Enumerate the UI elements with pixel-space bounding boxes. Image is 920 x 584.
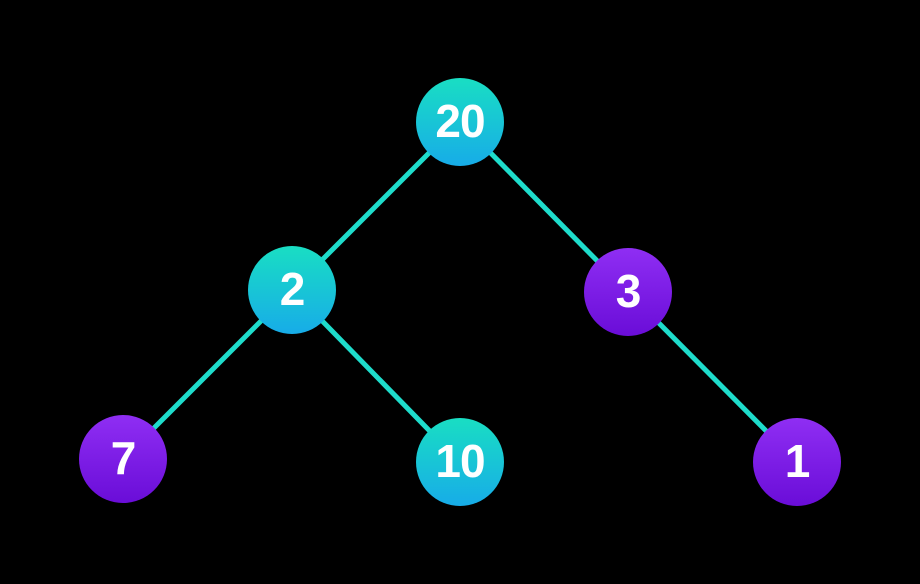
tree-node-7: 7 <box>79 415 167 503</box>
tree-node-1: 1 <box>753 418 841 506</box>
node-value: 7 <box>110 432 137 484</box>
node-value: 1 <box>784 435 811 487</box>
node-value: 3 <box>615 265 642 317</box>
node-value: 2 <box>279 263 306 315</box>
node-value: 10 <box>435 435 485 487</box>
node-value: 20 <box>435 95 485 147</box>
tree-node-10: 10 <box>416 418 504 506</box>
tree-node-20: 20 <box>416 78 504 166</box>
tree-node-3: 3 <box>584 248 672 336</box>
tree-node-2: 2 <box>248 246 336 334</box>
